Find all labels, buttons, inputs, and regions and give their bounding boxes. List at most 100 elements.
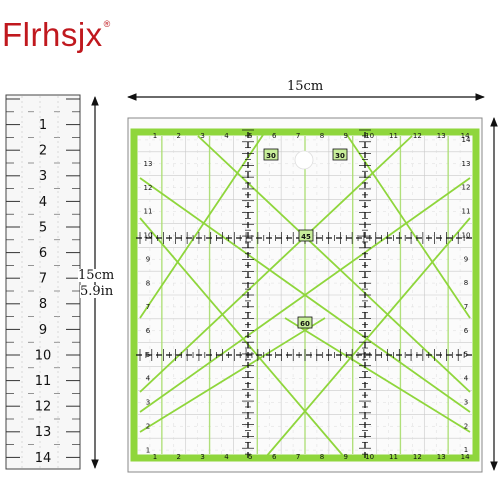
green-border [130, 128, 480, 462]
left-edge-number: 5 [146, 351, 150, 359]
top-edge-number: 5 [248, 132, 252, 140]
green-angle-line [139, 131, 266, 319]
green-angle-line [139, 177, 471, 413]
bottom-edge-number: 14 [461, 453, 470, 461]
registered-mark: ® [103, 19, 111, 29]
strip-number: 2 [39, 144, 47, 159]
bottom-edge-number: 1 [153, 453, 157, 461]
strip-number: 3 [39, 169, 47, 184]
right-edge-number: 4 [464, 375, 469, 383]
bottom-edge-number: 8 [320, 453, 324, 461]
right-edge-number: 1 [464, 446, 468, 454]
left-edge-number: 6 [146, 327, 151, 335]
bottom-edge-number: 11 [389, 453, 398, 461]
top-edge-number: 14 [461, 132, 470, 140]
top-edge-number: 12 [413, 132, 422, 140]
left-edge-number: 2 [146, 422, 150, 430]
top-edge-number: 4 [224, 132, 229, 140]
right-edge-number: 7 [464, 303, 468, 311]
left-edge-number: 10 [144, 232, 153, 240]
strip-number: 1 [39, 118, 47, 133]
top-edge-number: 3 [200, 132, 204, 140]
green-angle-line [284, 317, 471, 433]
angle-label-box [297, 316, 313, 329]
angle-label: 60 [300, 320, 310, 328]
right-edge-number: 10 [462, 231, 471, 239]
left-edge-number: 1 [146, 446, 150, 454]
angle-label: 45 [301, 233, 311, 241]
angle-label: 30 [266, 152, 276, 160]
right-edge-number: 8 [464, 279, 468, 287]
strip-number: 4 [39, 195, 47, 210]
green-angle-line [344, 131, 471, 319]
brand-name: Flrhsjx [2, 16, 103, 53]
green-angle-line [139, 317, 326, 433]
strip-number: 6 [39, 246, 47, 261]
green-angle-line [197, 135, 471, 393]
bottom-edge-number: 9 [344, 453, 348, 461]
bottom-edge-number: 5 [248, 453, 252, 461]
right-edge-number: 3 [464, 398, 468, 406]
bottom-edge-number: 10 [365, 453, 374, 461]
angle-label-box [298, 229, 314, 242]
strip-number: 12 [35, 400, 52, 415]
hanging-hole [294, 150, 314, 170]
bottom-edge-number: 3 [200, 453, 204, 461]
right-edge-number: 12 [462, 184, 471, 192]
bottom-edge-number: 6 [272, 453, 277, 461]
bottom-edge-number: 7 [296, 453, 300, 461]
top-edge-number: 9 [344, 132, 348, 140]
strip-number: 9 [39, 323, 47, 338]
strip-number: 14 [35, 451, 52, 466]
right-edge-number: 2 [464, 422, 468, 430]
angle-label-box [263, 148, 279, 161]
angle-label-box [332, 148, 348, 161]
green-angle-line [139, 135, 413, 393]
green-angle-line [264, 217, 471, 459]
strip-number: 13 [35, 425, 52, 440]
strip-length-cm-label: 15cm [78, 268, 115, 283]
left-edge-number: 8 [146, 279, 150, 287]
top-edge-number: 7 [296, 132, 300, 140]
bottom-edge-number: 2 [177, 453, 181, 461]
square-ruler-ticks [136, 129, 474, 458]
strip-ruler-ticks [6, 96, 80, 468]
square-ruler-angle-labels: 30 30 45 60 [263, 148, 348, 329]
green-angle-line [139, 217, 346, 459]
top-edge-number: 6 [272, 132, 277, 140]
strip-length-in-label: 5.9in [80, 284, 114, 299]
angle-label: 30 [335, 152, 345, 160]
top-edge-number: 2 [177, 132, 181, 140]
left-edge-number: 13 [144, 160, 153, 168]
right-edge-number: 13 [462, 160, 471, 168]
square-ruler-green-lines [130, 128, 480, 462]
strip-number: 8 [39, 297, 47, 312]
left-edge-number: 12 [144, 184, 153, 192]
left-edge-number: 7 [146, 303, 150, 311]
right-edge-number: 11 [462, 208, 471, 216]
strip-number: 7 [39, 272, 47, 287]
bottom-edge-number: 13 [437, 453, 446, 461]
right-edge-number: 14 [462, 136, 471, 144]
bottom-edge-number: 4 [224, 453, 229, 461]
right-edge-number: 5 [464, 351, 468, 359]
top-edge-number: 1 [153, 132, 157, 140]
brand-logo: Flrhsjx® [2, 18, 111, 51]
left-edge-number: 4 [146, 375, 151, 383]
left-edge-number: 9 [146, 255, 150, 263]
left-edge-number: 3 [146, 399, 150, 407]
right-edge-number: 9 [464, 255, 468, 263]
top-edge-number: 11 [389, 132, 398, 140]
width-label: 15cm [287, 79, 324, 94]
right-edge-number: 6 [464, 327, 469, 335]
strip-number: 10 [35, 348, 52, 363]
strip-number: 11 [35, 374, 52, 389]
top-edge-number: 10 [365, 132, 374, 140]
top-edge-number: 13 [437, 132, 446, 140]
top-edge-number: 8 [320, 132, 324, 140]
